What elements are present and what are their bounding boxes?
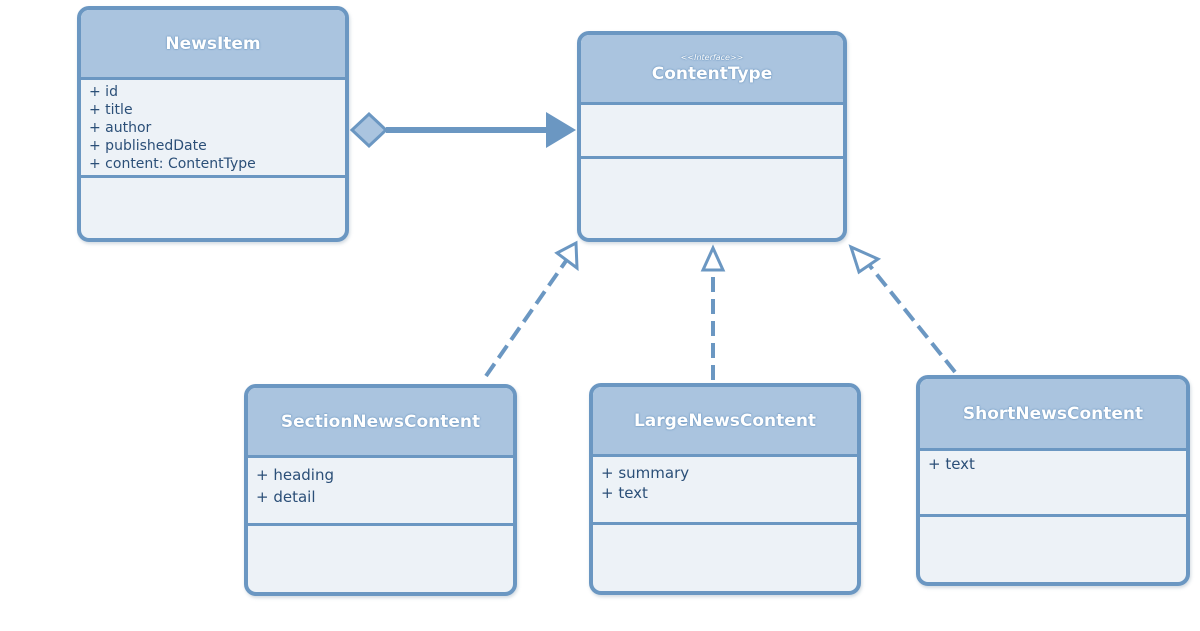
attribute: + heading xyxy=(256,466,334,484)
attributes-compartment: + heading + detail xyxy=(248,458,513,526)
realization-arrowhead xyxy=(700,244,726,272)
class-name: NewsItem xyxy=(165,33,261,54)
class-large-news-content[interactable]: LargeNewsContent + summary + text xyxy=(589,383,861,595)
attribute: + content: ContentType xyxy=(89,156,256,172)
class-news-item[interactable]: NewsItem + id + title + author + publish… xyxy=(77,6,349,242)
realization-large xyxy=(700,244,726,380)
class-header: NewsItem xyxy=(81,10,345,80)
attributes-compartment xyxy=(581,105,843,159)
attribute: + publishedDate xyxy=(89,138,207,154)
class-header: LargeNewsContent xyxy=(593,387,857,457)
composition-diamond xyxy=(349,111,389,149)
class-header: SectionNewsContent xyxy=(248,388,513,458)
class-section-news-content[interactable]: SectionNewsContent + heading + detail xyxy=(244,384,517,596)
realization-section xyxy=(484,240,579,378)
composition-connector xyxy=(349,111,576,149)
class-name: LargeNewsContent xyxy=(633,410,817,431)
class-header: ShortNewsContent xyxy=(920,379,1186,451)
class-name: SectionNewsContent xyxy=(280,411,481,432)
attribute: + text xyxy=(601,484,648,502)
attribute: + id xyxy=(89,84,118,100)
attribute: + author xyxy=(89,120,152,136)
class-header: <<Interface>> ContentType xyxy=(581,35,843,105)
attribute: + title xyxy=(89,102,133,118)
stereotype-label: <<Interface>> xyxy=(680,53,744,62)
class-name: ShortNewsContent xyxy=(962,403,1144,424)
attributes-compartment: + summary + text xyxy=(593,457,857,525)
realization-short xyxy=(848,244,957,374)
attribute: + text xyxy=(928,455,975,473)
attributes-compartment: + id + title + author + publishedDate + … xyxy=(81,80,345,178)
attribute: + summary xyxy=(601,464,690,482)
class-short-news-content[interactable]: ShortNewsContent + text xyxy=(916,375,1190,586)
attribute: + detail xyxy=(256,488,316,506)
realization-arrowhead xyxy=(554,240,579,272)
composition-arrowhead xyxy=(546,112,576,148)
attributes-compartment: + text xyxy=(920,451,1186,517)
interface-content-type[interactable]: <<Interface>> ContentType xyxy=(577,31,847,242)
class-name: ContentType xyxy=(651,64,773,84)
realization-arrowhead xyxy=(848,244,882,275)
